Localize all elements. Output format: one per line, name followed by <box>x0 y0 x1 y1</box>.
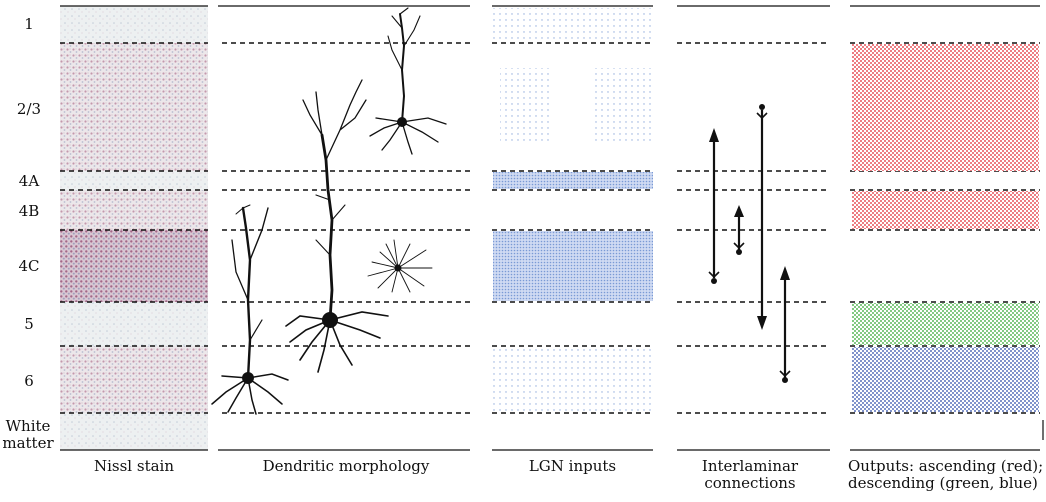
arrow-4c-to-4b <box>733 205 745 255</box>
column-label-nissl: Nissl stain <box>93 457 174 475</box>
arrow-2-3-to-5 <box>756 104 768 330</box>
column-label-dendritic: Dendritic morphology <box>262 457 430 475</box>
output-layer-5-green <box>852 303 1039 345</box>
nissl-stain-column <box>60 6 208 450</box>
lgn-blob-left <box>500 68 552 144</box>
layer-label-4a: 4A <box>18 172 40 190</box>
layer-label-1: 1 <box>24 15 34 33</box>
layer-label-4b: 4B <box>18 202 40 220</box>
column-label-interlaminar: Interlaminar connections <box>701 457 799 492</box>
layer-5-pyramidal-neuron <box>285 79 389 373</box>
layer-6-pyramidal-neuron <box>211 204 289 415</box>
column-label-outputs: Outputs: ascending (red); descending (gr… <box>848 457 1044 492</box>
nissl-layer-5 <box>60 302 208 346</box>
nissl-layer-4c <box>60 230 208 302</box>
nissl-layer-4a <box>60 171 208 190</box>
nissl-layer-6 <box>60 346 208 413</box>
nissl-layer-1 <box>60 6 208 43</box>
lgn-inputs-column <box>493 8 653 412</box>
lgn-layer-1 <box>493 8 653 42</box>
layer-2-3-pyramidal-neuron <box>369 7 447 155</box>
arrow-4c-to-2-3 <box>708 128 720 284</box>
layer-label-2-3: 2/3 <box>16 100 42 118</box>
interlaminar-connections-column <box>708 104 791 383</box>
nissl-layer-2-3 <box>60 43 208 171</box>
lgn-layer-4a <box>493 172 653 189</box>
output-layer-4b-red <box>852 191 1039 229</box>
dendritic-morphology-column <box>211 7 447 415</box>
layer-label-6: 6 <box>24 372 34 390</box>
column-label-lgn: LGN inputs <box>528 457 617 475</box>
layer-label-5: 5 <box>24 315 34 333</box>
arrow-6-to-4c <box>779 266 791 383</box>
layer-4c-stellate-neuron <box>367 239 433 293</box>
output-layer-2-3-red <box>852 44 1039 171</box>
column-rules <box>60 5 1040 451</box>
output-layer-6-blue <box>852 347 1039 412</box>
nissl-white-matter <box>60 413 208 450</box>
lgn-layer-6 <box>493 347 653 412</box>
lgn-blob-right <box>595 68 651 144</box>
lgn-layer-4c <box>493 231 653 301</box>
outputs-column <box>852 44 1044 440</box>
nissl-layer-4b <box>60 190 208 230</box>
layer-label-4c: 4C <box>18 257 40 275</box>
layer-label-white-matter: White matter <box>2 417 54 452</box>
